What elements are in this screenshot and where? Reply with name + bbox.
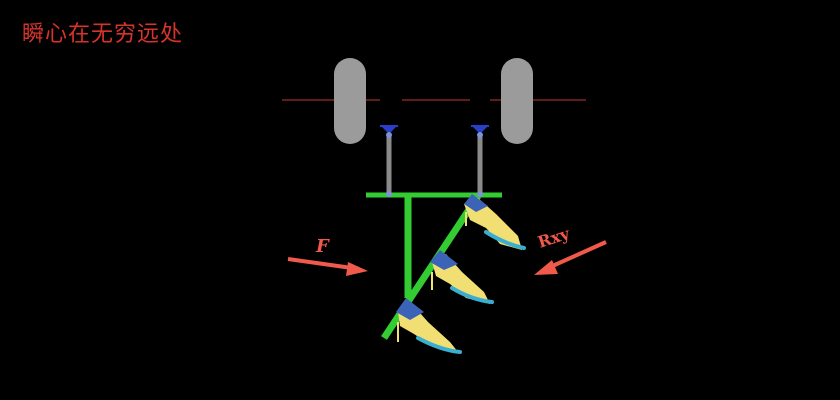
frame-diagonal-beam [381, 194, 481, 340]
force-label-f: F [315, 236, 330, 257]
left-top-pivot [380, 125, 398, 138]
plow-share-1 [464, 194, 526, 250]
plow-share-3 [396, 298, 462, 354]
left-wheel [334, 58, 366, 144]
right-wheel [501, 58, 533, 144]
left-bottom-pivot [386, 191, 392, 197]
force-label-rxy: Rxy [535, 224, 572, 252]
force-arrow-rxy [534, 240, 607, 275]
force-arrow-f [287, 257, 368, 276]
right-bottom-pivot [477, 191, 483, 197]
plow-share-2 [430, 250, 494, 304]
right-top-pivot [471, 125, 489, 138]
diagram-title: 瞬心在无穷远处 [22, 22, 184, 47]
